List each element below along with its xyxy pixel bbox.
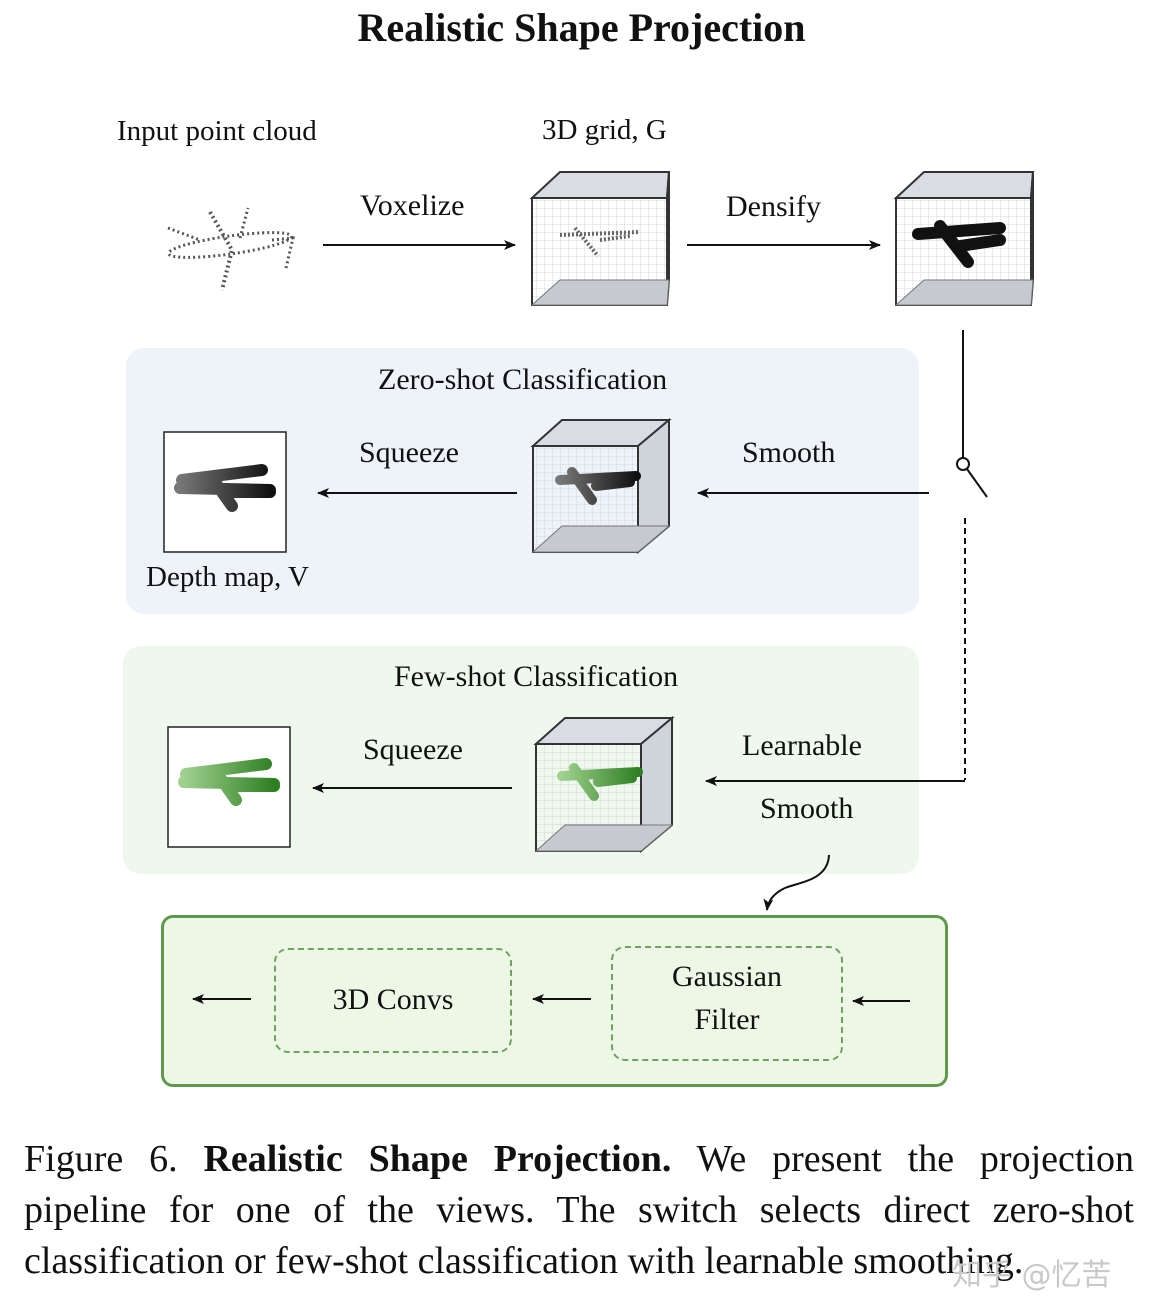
figure-caption: Figure 6. Realistic Shape Projection. We… (24, 1134, 1134, 1287)
caption-prefix: Figure 6. (24, 1138, 178, 1180)
switch-pivot (956, 457, 970, 471)
caption-text: We present the projection pipeline for o… (24, 1138, 1134, 1282)
few-shot-title: Few-shot Classification (394, 660, 679, 693)
figure-title: Realistic Shape Projection (357, 5, 806, 50)
curved-arrow (763, 854, 830, 911)
learnable-label: Learnable (742, 729, 862, 762)
depth-map-plane (174, 464, 276, 512)
point-cloud-airplane (167, 207, 295, 291)
learned-depth-map-plane (178, 758, 280, 806)
conv-label: 3D Convs (332, 983, 454, 1016)
caption-bold: Realistic Shape Projection. (203, 1138, 672, 1180)
filter-label: Filter (694, 1003, 760, 1036)
squeeze-label-zero: Squeeze (359, 436, 459, 469)
grid-label: 3D grid, G (542, 114, 667, 146)
gaussian-label: Gaussian (672, 960, 782, 993)
grid-cube-learnable (533, 715, 675, 854)
smooth-label: Smooth (742, 436, 836, 469)
densify-label: Densify (726, 190, 821, 223)
zero-shot-title: Zero-shot Classification (378, 363, 668, 396)
smoothing-module-box (161, 915, 948, 1087)
input-label: Input point cloud (117, 115, 317, 147)
watermark: 知乎 @忆苦 (952, 1258, 1112, 1293)
gaussian-dashed-box (611, 946, 843, 1061)
voxelize-label: Voxelize (360, 189, 465, 222)
grid-cube-smooth (530, 417, 672, 555)
squeeze-label-few: Squeeze (363, 733, 463, 766)
conv-dashed-box (274, 948, 512, 1053)
depth-map-label: Depth map, V (146, 561, 309, 593)
grid-cube-sparse (529, 171, 671, 306)
grid-cube-dense (893, 171, 1035, 306)
switch-lever (966, 468, 988, 498)
smooth-few-label: Smooth (760, 792, 854, 825)
